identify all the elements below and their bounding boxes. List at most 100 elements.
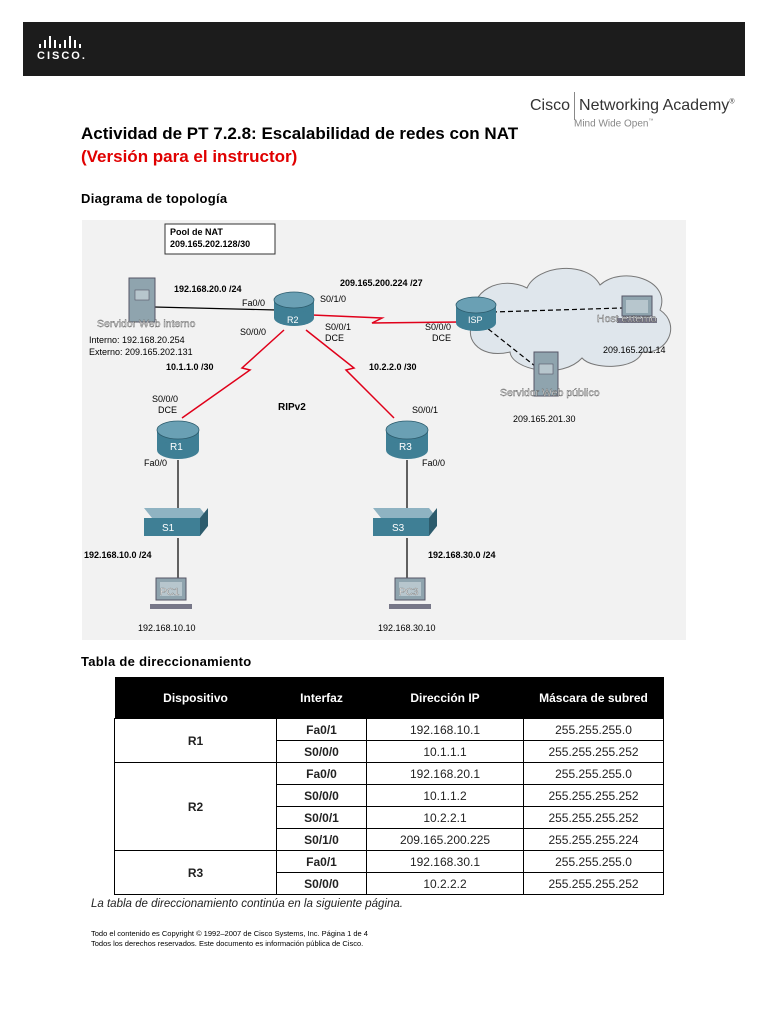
header-device: Dispositivo: [114, 677, 277, 719]
interface-cell: Fa0/0: [276, 762, 367, 785]
r2-router-icon: [273, 291, 315, 326]
external-host-ip: 209.165.201.14: [603, 345, 666, 355]
s1-label: S1: [162, 523, 175, 534]
r1-label: R1: [170, 442, 183, 453]
ip-cell: 192.168.20.1: [366, 762, 524, 785]
header-mask: Máscara de subred: [523, 677, 664, 719]
mask-cell: 255.255.255.0: [523, 762, 664, 785]
interface-cell: S0/0/0: [276, 740, 367, 763]
table-row: S0/1/0 209.165.200.225 255.255.255.224: [115, 828, 664, 851]
ip-cell: 10.2.2.2: [366, 872, 524, 895]
footer-rights: Todos los derechos reservados. Este docu…: [91, 939, 364, 948]
header-interface: Interfaz: [276, 677, 367, 719]
mask-cell: 255.255.255.252: [523, 806, 664, 829]
cisco-wordmark: CISCO.: [37, 50, 87, 62]
isp-s000-label: S0/0/0: [425, 322, 451, 332]
mask-cell: 255.255.255.0: [523, 850, 664, 873]
link-r1-r2-label: 10.1.1.0 /30: [166, 362, 214, 372]
public-server-icon: [533, 351, 559, 397]
academy-right: Networking Academy: [579, 97, 730, 114]
r3-fa-label: Fa0/0: [422, 458, 445, 468]
page-subtitle: (Versión para el instructor): [81, 147, 298, 166]
pc1-label: PC1: [160, 587, 180, 598]
wan-isp-label: 209.165.200.224 /27: [340, 278, 423, 288]
link-r2-r3-label: 10.2.2.0 /30: [369, 362, 417, 372]
academy-registered: ®: [729, 98, 735, 106]
table-row: R3 Fa0/1 192.168.30.1 255.255.255.0: [114, 850, 664, 895]
page-footer: Todo el contenido es Copyright © 1992–20…: [91, 929, 368, 949]
academy-tagline: Mind Wide Open: [574, 118, 649, 130]
nat-pool-box: [164, 223, 276, 255]
r2-fa-label: Fa0/0: [242, 298, 265, 308]
device-cell: R2: [114, 762, 277, 851]
interface-cell: S0/0/0: [276, 784, 367, 807]
nat-pool-title: Pool de NAT: [170, 227, 223, 237]
table-note: La tabla de direccionamiento continúa en…: [91, 898, 403, 910]
interface-cell: Fa0/1: [276, 718, 367, 741]
internal-server-label: Servidor Web interno: [97, 318, 196, 330]
ip-cell: 10.1.1.1: [366, 740, 524, 763]
mask-cell: 255.255.255.252: [523, 784, 664, 807]
public-server-label: Servidor Web público: [500, 387, 600, 399]
r1-dce-label: DCE: [158, 405, 177, 415]
footer-copyright: Todo el contenido es Copyright © 1992–20…: [91, 929, 368, 938]
r3-s001-label: S0/0/1: [412, 405, 438, 415]
pc3-ip: 192.168.30.10: [378, 623, 436, 633]
ip-cell: 10.2.2.1: [366, 806, 524, 829]
pc3-label: PC3: [399, 587, 419, 598]
isp-router-icon: [455, 296, 497, 331]
r3-label: R3: [399, 442, 412, 453]
s3-switch-icon: [373, 508, 437, 536]
mask-cell: 255.255.255.252: [523, 872, 664, 895]
external-host-icon: [617, 295, 657, 323]
internal-server-ip-in: Interno: 192.168.20.254: [89, 335, 185, 345]
s3-label: S3: [392, 523, 405, 534]
table-header-row: Dispositivo Interfaz Dirección IP Máscar…: [114, 677, 664, 719]
link-server-r2: [153, 306, 278, 311]
interface-cell: S0/0/1: [276, 806, 367, 829]
internet-cloud-icon: [469, 267, 672, 372]
device-cell: R1: [114, 718, 277, 763]
ip-cell: 10.1.1.2: [366, 784, 524, 807]
ip-cell: 192.168.30.1: [366, 850, 524, 873]
r2-s001-label: S0/0/1: [325, 322, 351, 332]
r2-s000-label: S0/0/0: [240, 327, 266, 337]
net-lan-r3: 192.168.30.0 /24: [428, 550, 496, 560]
table-row: R1 Fa0/1 192.168.10.1 255.255.255.0: [114, 718, 664, 763]
table-row: S0/0/0 10.1.1.2 255.255.255.252: [115, 784, 664, 807]
routing-protocol-label: RIPv2: [278, 402, 306, 413]
device-cell: R3: [114, 850, 277, 895]
ip-cell: 209.165.200.225: [366, 828, 524, 851]
nat-pool-range: 209.165.202.128/30: [170, 239, 250, 249]
cisco-bars-icon: [39, 36, 97, 48]
internal-server-icon: [128, 277, 156, 323]
serial-link-r2-r3: [305, 329, 395, 419]
academy-left: Cisco: [530, 97, 571, 114]
mask-cell: 255.255.255.224: [523, 828, 664, 851]
cisco-logo: CISCO.: [37, 36, 97, 66]
pc3-icon: [389, 577, 431, 609]
topology-diagram: Pool de NAT 209.165.202.128/30 Servidor …: [82, 220, 686, 640]
external-host-label: Host externo: [597, 313, 657, 325]
r1-fa-label: Fa0/0: [144, 458, 167, 468]
link-isp-host: [491, 307, 623, 313]
mask-cell: 255.255.255.252: [523, 740, 664, 763]
internal-server-ip-out: Externo: 209.165.202.131: [89, 347, 193, 357]
r3-router-icon: [385, 420, 429, 459]
academy-tm: ™: [648, 118, 654, 124]
r2-dce-label: DCE: [325, 333, 344, 343]
header-bar: CISCO.: [23, 22, 745, 76]
r1-s000-label: S0/0/0: [152, 394, 178, 404]
table-row: S0/0/0 10.1.1.1 255.255.255.252: [115, 740, 664, 763]
academy-logo: Cisco Networking Academy® Mind Wide Open…: [530, 92, 735, 129]
serial-link-r2-isp: [311, 314, 461, 324]
interface-cell: S0/0/0: [276, 872, 367, 895]
pc1-ip: 192.168.10.10: [138, 623, 196, 633]
isp-label: ISP: [468, 315, 483, 325]
public-server-ip: 209.165.201.30: [513, 414, 576, 424]
r1-router-icon: [156, 420, 200, 459]
table-row: R2 Fa0/0 192.168.20.1 255.255.255.0: [114, 762, 664, 851]
academy-divider: [574, 92, 576, 120]
isp-dce-label: DCE: [432, 333, 451, 343]
interface-cell: Fa0/1: [276, 850, 367, 873]
